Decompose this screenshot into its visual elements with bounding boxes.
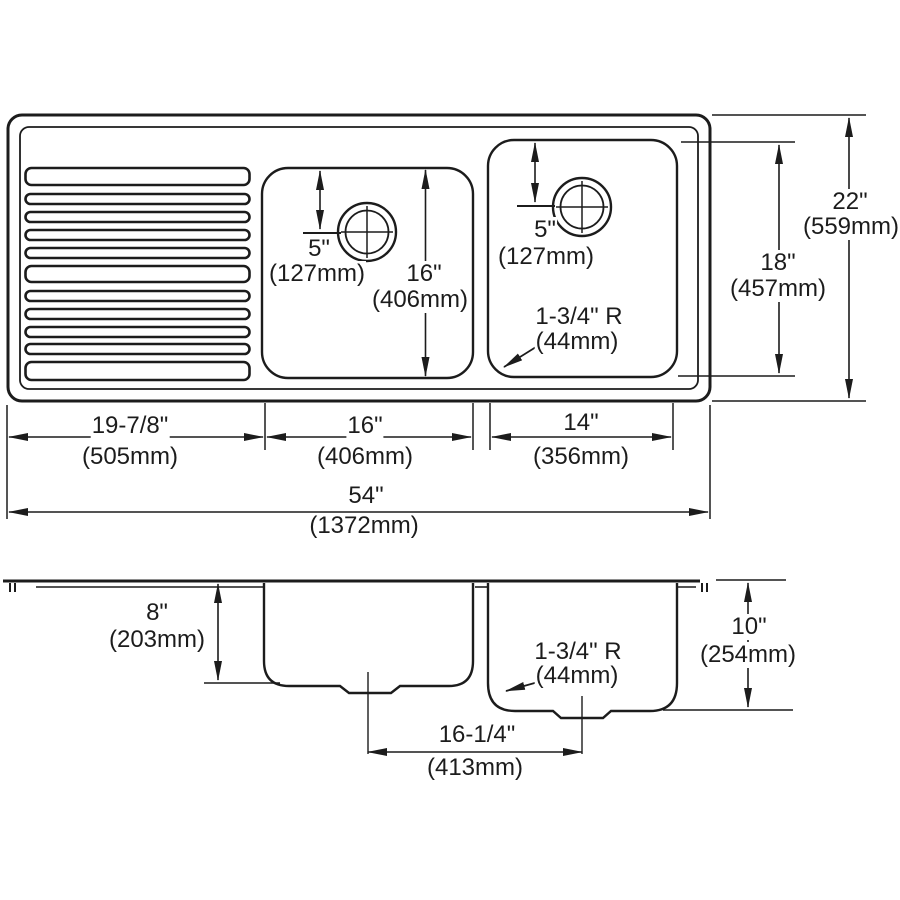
dim-right-bowl-width-mm: (356mm) xyxy=(531,443,631,470)
dim-right-bowl-depth-mm: (254mm) xyxy=(698,641,798,668)
dim-overall-front-back-inches: 22" xyxy=(831,188,869,215)
dim-corner-radius-top-mm: (44mm) xyxy=(534,328,620,355)
sink-inner-rim xyxy=(19,126,699,390)
drainboard-rib xyxy=(24,264,251,284)
dim-left-bowl-width-mm: (406mm) xyxy=(315,443,415,470)
dim-drain-spacing-mm: (413mm) xyxy=(425,754,525,781)
mounting-clip-left xyxy=(9,583,16,592)
drainboard-rib xyxy=(24,228,251,242)
left-bowl-outline xyxy=(260,166,475,380)
dim-overall-front-back xyxy=(712,114,866,402)
drainboard xyxy=(24,166,251,382)
dim-corner-radius-side-mm: (44mm) xyxy=(534,662,620,689)
dim-left-bowl-front-back-inches: 16" xyxy=(405,260,443,287)
dim-faucet-offset-right xyxy=(517,142,555,207)
dim-left-bowl-front-back-mm: (406mm) xyxy=(370,286,470,313)
dim-faucet-offset-left-mm: (127mm) xyxy=(267,260,367,287)
dim-drainboard-width-mm: (505mm) xyxy=(80,443,180,470)
drainboard-rib xyxy=(24,210,251,224)
dim-faucet-offset-left xyxy=(303,170,341,234)
dim-drain-spacing-inches: 16-1/4" xyxy=(437,721,517,748)
dim-left-bowl-depth-mm: (203mm) xyxy=(107,626,207,653)
faucet-hole-left-bowl xyxy=(336,201,398,263)
mounting-clip-right xyxy=(701,583,708,592)
left-bowl-profile xyxy=(262,583,475,695)
faucet-hole-right-bowl xyxy=(551,176,613,238)
drainboard-rib xyxy=(24,325,251,339)
dim-right-bowl-depth-inches: 10" xyxy=(730,613,768,640)
dim-faucet-offset-right-inches: 5" xyxy=(533,216,557,243)
drainboard-rib xyxy=(24,192,251,206)
dim-overall-front-back-mm: (559mm) xyxy=(801,213,900,240)
dim-corner-radius-side-inches: 1-3/4" R xyxy=(533,638,623,665)
drainboard-rib xyxy=(24,360,251,382)
dim-left-bowl-width-inches: 16" xyxy=(346,412,384,439)
drainboard-rib xyxy=(24,166,251,187)
dim-right-bowl-width-inches: 14" xyxy=(562,409,600,436)
dim-overall-width-mm: (1372mm) xyxy=(308,512,420,539)
radius-leader-arrow xyxy=(503,346,537,368)
dim-left-bowl-depth-inches: 8" xyxy=(145,599,169,626)
drainboard-rib xyxy=(24,307,251,321)
right-bowl-outline xyxy=(486,138,679,379)
drainboard-rib xyxy=(24,246,251,260)
dim-drainboard-width-inches: 19-7/8" xyxy=(90,412,170,439)
extension-lines xyxy=(6,403,711,519)
dim-left-bowl-depth xyxy=(204,583,280,684)
drainboard-rib xyxy=(24,342,251,356)
dim-right-bowl-front-back-mm: (457mm) xyxy=(728,275,828,302)
side-view xyxy=(3,579,793,756)
dim-right-bowl-front-back-inches: 18" xyxy=(759,249,797,276)
dim-faucet-offset-left-inches: 5" xyxy=(307,235,331,262)
drainboard-rib xyxy=(24,289,251,303)
sink-outer-rim xyxy=(6,113,712,403)
dim-overall-width-inches: 54" xyxy=(347,482,385,509)
dim-faucet-offset-right-mm: (127mm) xyxy=(496,243,596,270)
dim-corner-radius-top-inches: 1-3/4" R xyxy=(534,303,624,330)
